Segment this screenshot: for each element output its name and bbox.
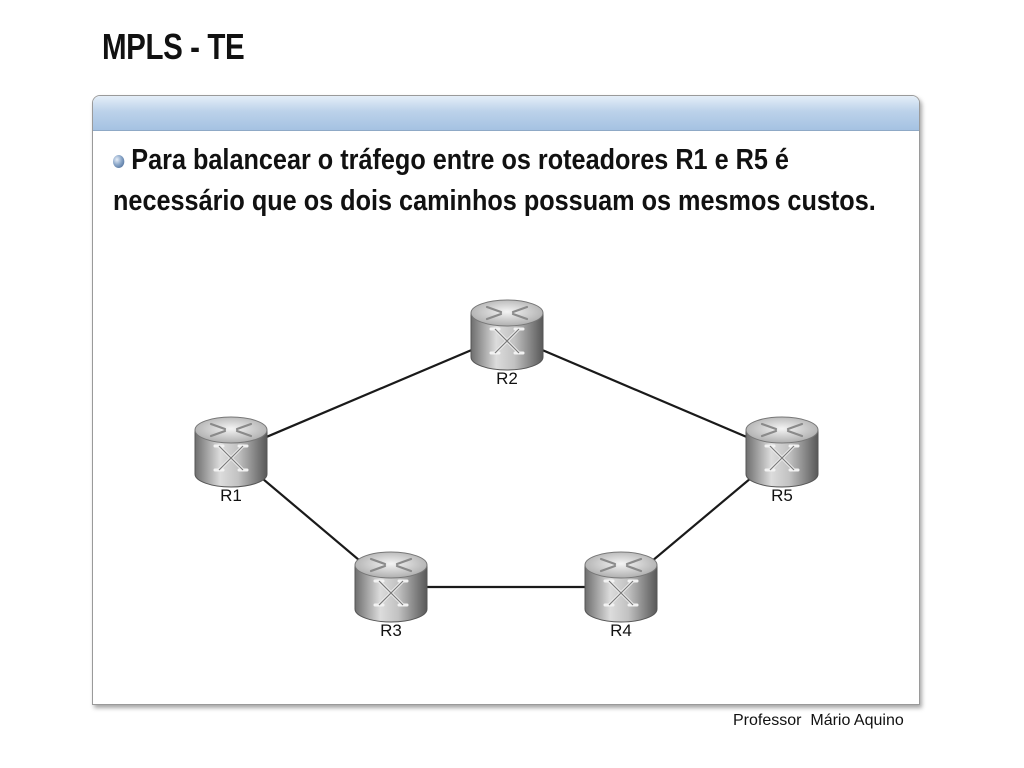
router-r5: R5	[745, 416, 819, 505]
router-icon	[354, 551, 428, 623]
router-icon	[470, 299, 544, 371]
router-icon	[745, 416, 819, 488]
router-label: R3	[380, 621, 402, 640]
router-icon	[584, 551, 658, 623]
footer-author: Professor Mário Aquino	[733, 712, 904, 729]
link-r2-r5	[506, 333, 783, 454]
router-r2: R2	[470, 299, 544, 388]
router-r1: R1	[194, 416, 268, 505]
bullet-text: Para balancear o tráfego entre os rotead…	[113, 144, 876, 217]
panel-header-bar	[93, 96, 919, 131]
link-r1-r2	[230, 333, 508, 454]
router-icon	[194, 416, 268, 488]
bullet-icon	[113, 155, 125, 168]
router-r4: R4	[584, 551, 658, 640]
router-label: R4	[610, 621, 632, 640]
router-label: R5	[771, 486, 793, 505]
router-label: R2	[496, 369, 518, 388]
bullet-paragraph: Para balancear o tráfego entre os rotead…	[113, 140, 896, 222]
router-label: R1	[220, 486, 242, 505]
slide-title: MPLS - TE	[102, 26, 245, 67]
router-r3: R3	[354, 551, 428, 640]
content-panel: Para balancear o tráfego entre os rotead…	[92, 95, 920, 705]
